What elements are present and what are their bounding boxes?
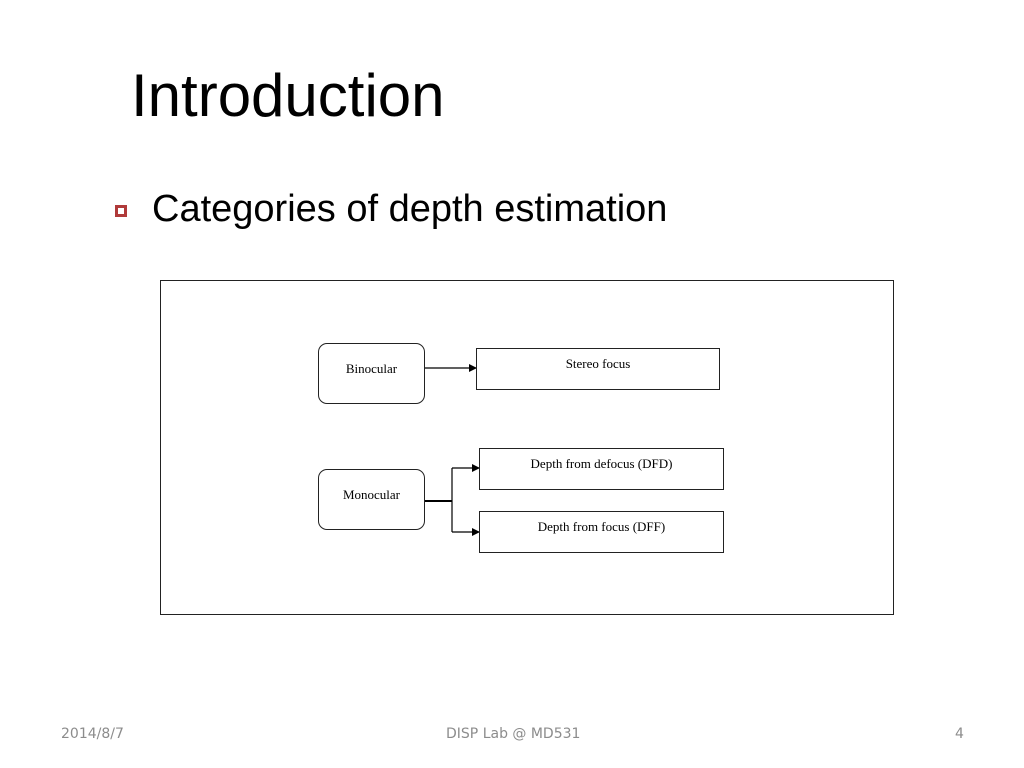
dfd-label: Depth from defocus (DFD) [530,456,673,471]
bullet-text: Categories of depth estimation [152,188,668,230]
page-number: 4 [955,726,964,742]
square-bullet-icon [115,205,127,217]
stereo-focus-node: Stereo focus [476,348,720,390]
dff-label: Depth from focus (DFF) [537,519,666,534]
binocular-node: Binocular [318,343,425,404]
footer-lab: DISP Lab @ MD531 [446,726,581,742]
slide-title: Introduction [131,62,445,129]
binocular-label: Binocular [345,361,398,376]
dfd-node: Depth from defocus (DFD) [479,448,724,490]
depth-categories-diagram: Binocular Stereo focus Monocular Depth f… [160,280,894,615]
stereo-focus-label: Stereo focus [565,356,631,371]
footer-date: 2014/8/7 [61,726,124,742]
monocular-node: Monocular [318,469,425,530]
dff-node: Depth from focus (DFF) [479,511,724,553]
bullet-item: Categories of depth estimation [115,186,667,232]
monocular-label: Monocular [342,487,401,502]
